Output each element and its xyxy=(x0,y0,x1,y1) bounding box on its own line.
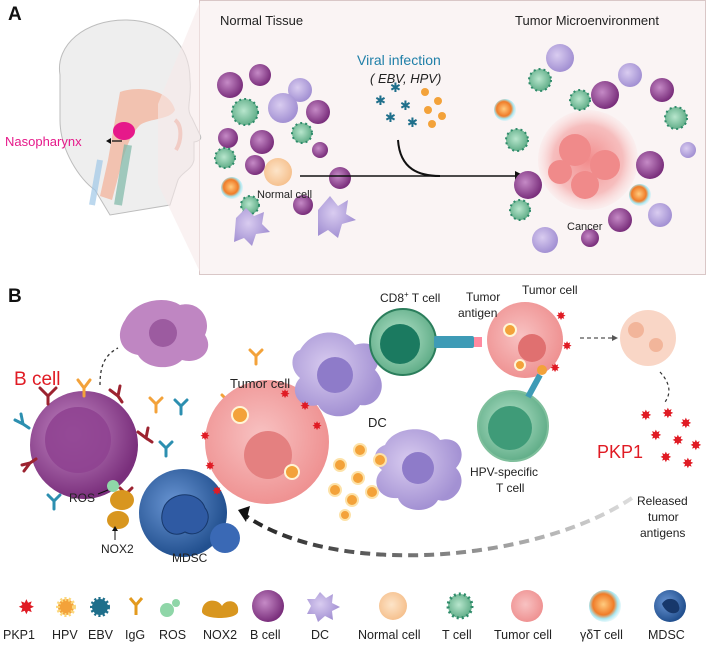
legend-label-igg: IgG xyxy=(125,628,146,642)
lysed-tumor-cell xyxy=(620,310,676,366)
legend-label-gamma-delta-t-cell: γδT cell xyxy=(580,628,623,642)
ebv-virus-icon xyxy=(90,597,110,617)
ros-label: ROS xyxy=(69,491,96,505)
hpv-virus-icon xyxy=(56,597,76,617)
nox2-ros-complex xyxy=(107,480,134,529)
svg-text:✸: ✸ xyxy=(550,361,560,375)
svg-text:✸: ✸ xyxy=(200,429,210,443)
legend-label-b-cell: B cell xyxy=(250,628,281,642)
svg-text:✱: ✱ xyxy=(390,81,401,96)
svg-text:✸: ✸ xyxy=(672,433,684,449)
viral-infection-label: Viral infection xyxy=(357,52,441,68)
legend-label-mdsc: MDSC xyxy=(648,628,685,642)
antigen-return-arrow xyxy=(244,496,634,558)
tumor-microenvironment-label: Tumor Microenvironment xyxy=(515,13,660,28)
tumor-cell-left-label: Tumor cell xyxy=(230,376,291,391)
pkp1-star-icon: ✸ xyxy=(18,595,35,619)
svg-text:✸: ✸ xyxy=(300,399,310,413)
viruses-label: ( EBV, HPV) xyxy=(370,71,442,86)
pkp1-release-stars: ✸✸✸ ✸✸✸ ✸✸ xyxy=(640,406,702,472)
svg-text:✱: ✱ xyxy=(385,111,396,126)
legend-label-nox2: NOX2 xyxy=(203,628,238,642)
tumor-antigen-label-1: Tumor xyxy=(466,290,501,304)
legend-label-ebv: EBV xyxy=(88,628,114,642)
cd8-t-cell-label: CD8+ T cell xyxy=(380,290,441,305)
svg-text:✸: ✸ xyxy=(312,419,322,433)
legend-icons: ✸ xyxy=(18,590,686,622)
svg-text:✱: ✱ xyxy=(407,116,418,131)
hpv-t-cell-label-1: HPV-specific xyxy=(470,465,539,479)
viral-particles: ✱ ✱ ✱ ✱ ✱ xyxy=(375,81,446,131)
svg-text:✸: ✸ xyxy=(682,456,694,472)
tumor-cell-right xyxy=(487,302,563,378)
svg-text:✸: ✸ xyxy=(680,416,692,432)
dc-label: DC xyxy=(368,415,387,430)
legend-label-t-cell: T cell xyxy=(442,628,472,642)
legend-label-dc: DC xyxy=(311,628,330,642)
dendritic-cell-icon xyxy=(307,592,340,622)
zoom-funnel xyxy=(158,2,200,272)
svg-text:✸: ✸ xyxy=(280,387,290,401)
normal-tissue-cluster xyxy=(214,64,356,246)
cd8-t-cell xyxy=(369,308,482,376)
tumor-microenvironment-cluster xyxy=(494,44,696,253)
svg-text:✸: ✸ xyxy=(212,484,222,498)
panel-b-letter: B xyxy=(8,286,22,307)
b-cell-icon xyxy=(252,590,284,622)
released-label-2: tumor xyxy=(648,510,679,524)
b-cell xyxy=(30,391,138,499)
dendritic-cell-center xyxy=(292,332,382,417)
normal-tissue-label: Normal Tissue xyxy=(220,13,304,28)
tumor-cell-icon xyxy=(511,590,543,622)
released-label-3: antigens xyxy=(640,526,686,540)
dendritic-cell-lower xyxy=(374,429,462,510)
t-cell-icon xyxy=(446,592,474,620)
legend-label-normal-cell: Normal cell xyxy=(358,628,421,642)
pkp1-stars-tumor: ✸✸✸ ✸✸✸ ✸✸✸ xyxy=(200,309,572,498)
nox2-label: NOX2 xyxy=(101,542,134,556)
tumor-cell-left xyxy=(205,380,329,504)
legend-label-hpv: HPV xyxy=(52,628,78,642)
hpv-specific-t-cell xyxy=(477,365,549,462)
normal-cell-label: Normal cell xyxy=(257,189,313,201)
svg-text:✸: ✸ xyxy=(660,450,672,466)
legend-label-tumor-cell: Tumor cell xyxy=(494,628,552,642)
svg-text:✱: ✱ xyxy=(400,99,411,114)
cancer-label: Cancer xyxy=(567,221,603,233)
nasopharynx-region xyxy=(113,122,135,140)
svg-text:✸: ✸ xyxy=(640,408,652,424)
svg-text:✱: ✱ xyxy=(375,94,386,109)
tumor-antigen-label-2: antigen xyxy=(458,306,498,320)
svg-text:✸: ✸ xyxy=(662,406,674,422)
nox2-icon xyxy=(202,600,239,618)
svg-text:✸: ✸ xyxy=(650,428,662,444)
mdsc-cell xyxy=(139,469,240,557)
tumor-cell-right-label: Tumor cell xyxy=(522,283,578,297)
legend-label-ros: ROS xyxy=(159,628,187,642)
panel-a-letter: A xyxy=(8,4,22,25)
svg-text:✸: ✸ xyxy=(690,438,702,454)
hpv-t-cell-label-2: T cell xyxy=(496,481,525,495)
ros-icon xyxy=(160,599,180,617)
released-label-1: Released xyxy=(637,494,688,508)
gamma-delta-t-cell-icon xyxy=(589,590,621,622)
mdsc-icon xyxy=(654,590,686,622)
legend-label-pkp1: PKP1 xyxy=(3,628,35,642)
nasopharynx-label: Nasopharynx xyxy=(5,134,82,149)
svg-text:✸: ✸ xyxy=(562,339,572,353)
hpv-particles xyxy=(328,443,387,521)
svg-text:✸: ✸ xyxy=(205,459,215,473)
mdsc-label: MDSC xyxy=(172,551,208,565)
igg-antibody-icon xyxy=(128,597,144,615)
pkp1-label: PKP1 xyxy=(597,442,644,462)
svg-text:✸: ✸ xyxy=(556,309,566,323)
b-cell-label: B cell xyxy=(14,369,61,390)
normal-cell-icon xyxy=(379,592,407,620)
